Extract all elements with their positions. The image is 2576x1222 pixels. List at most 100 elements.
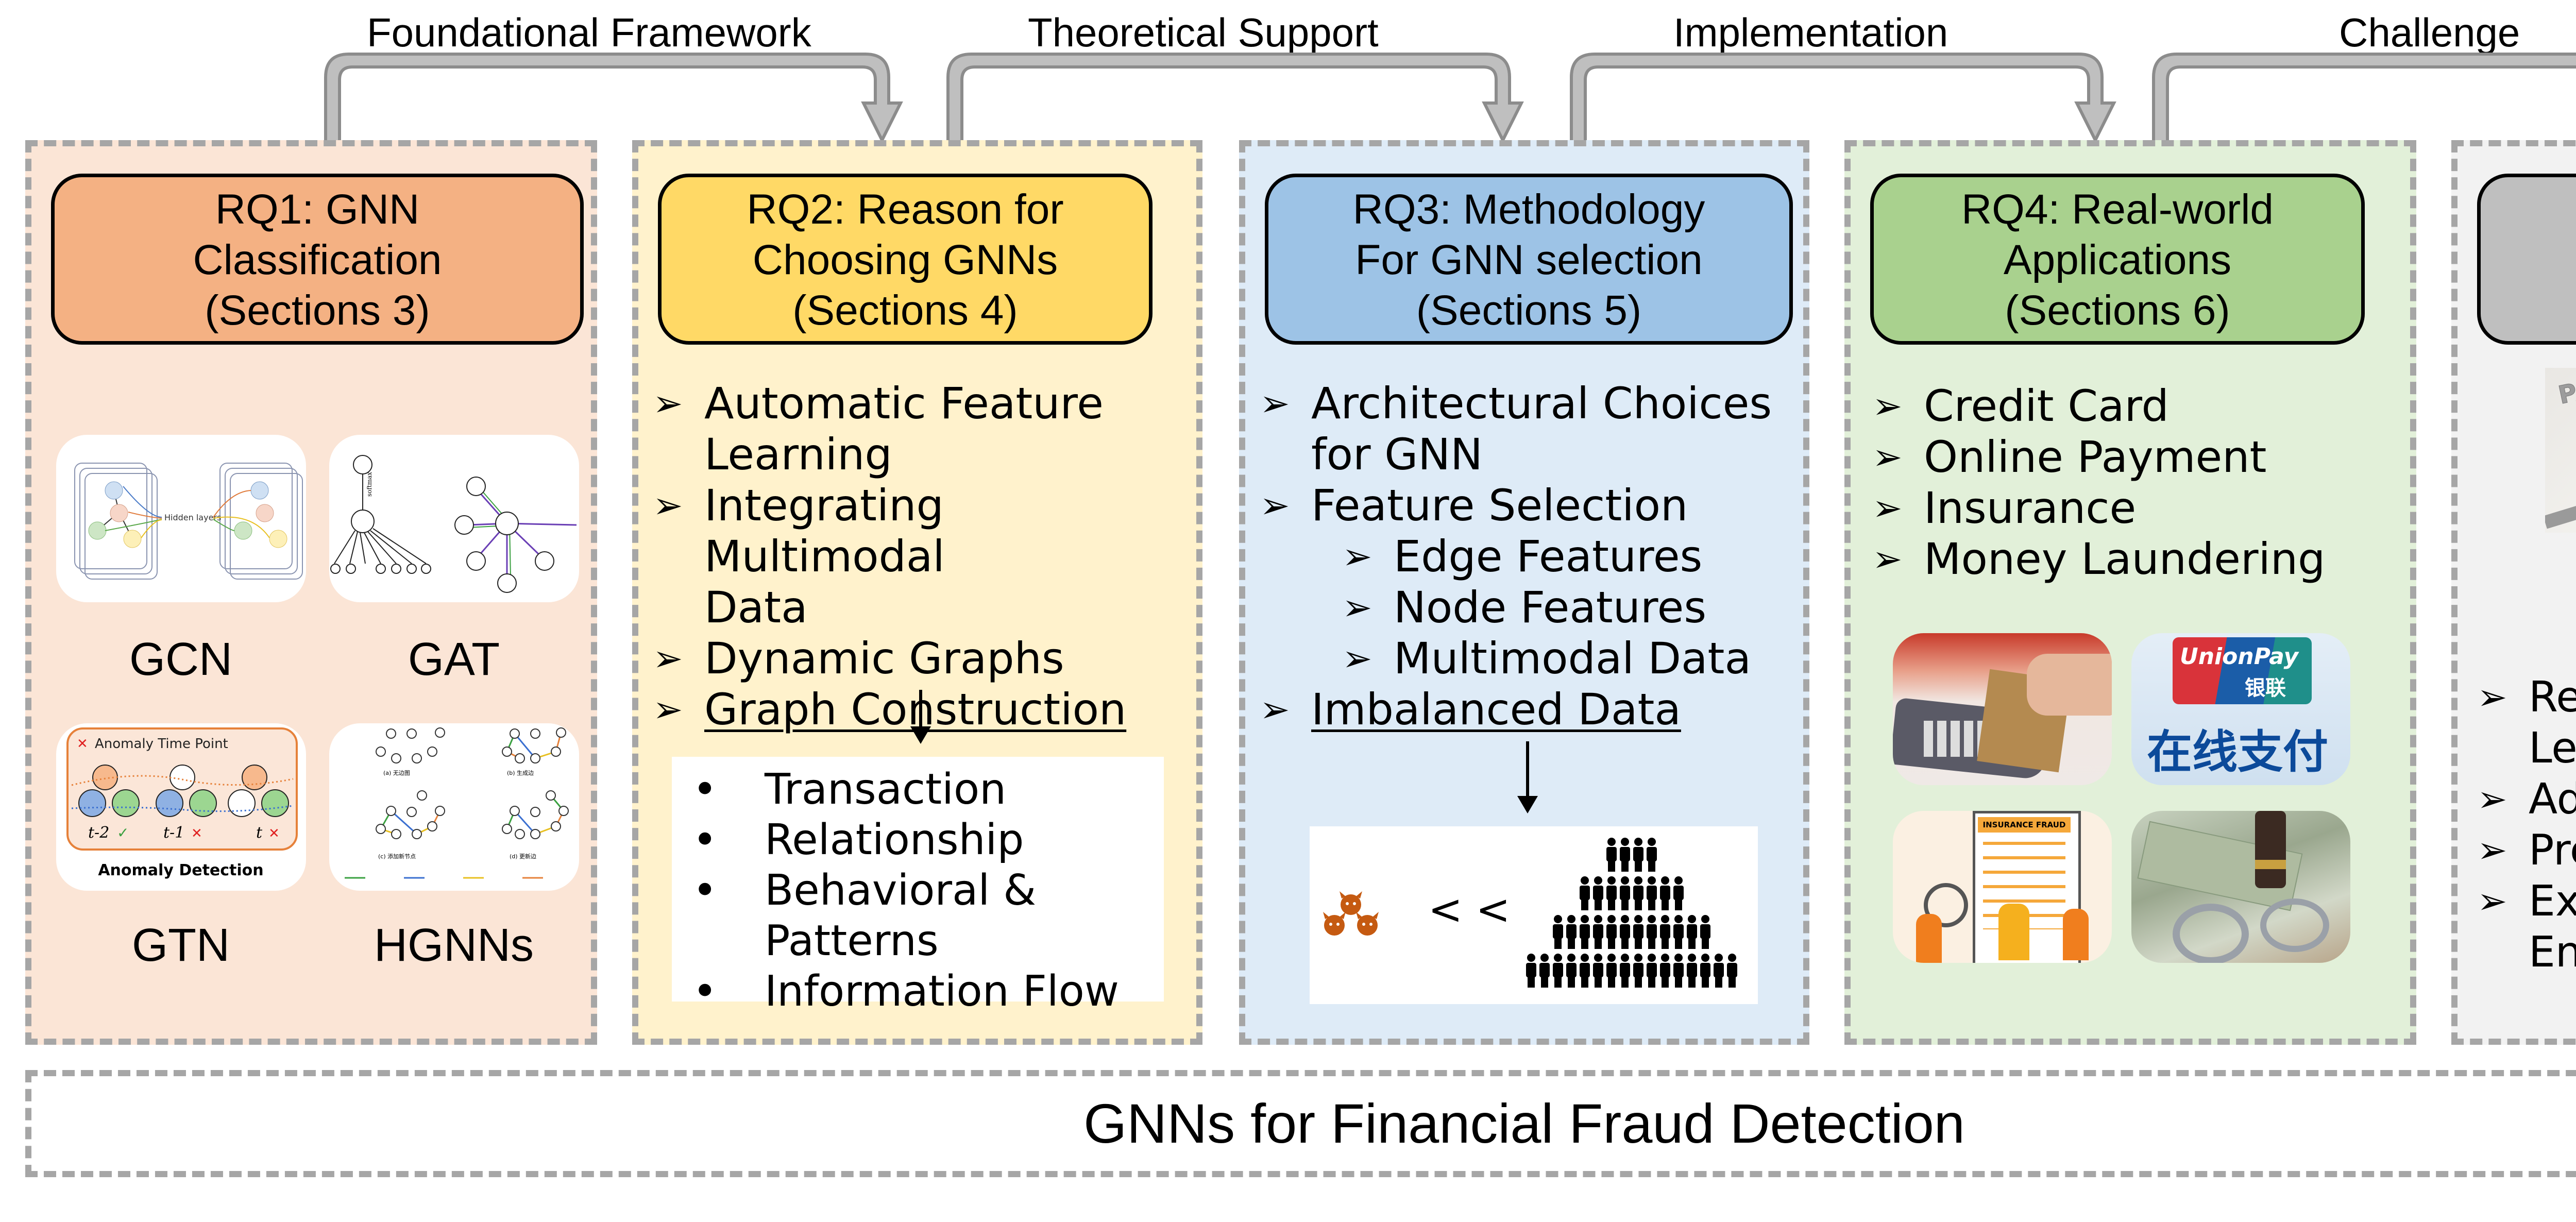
item-text: Integrating Multimodal <box>704 480 945 582</box>
person-icon <box>1620 876 1630 910</box>
item-text: Feature Selection <box>1311 480 1688 531</box>
arrow-rq3-to-rq4 <box>1570 53 2116 144</box>
item-text-cont: for GNN <box>1311 429 1483 480</box>
item-text: Explainability <box>2529 877 2576 926</box>
column-rq3: RQ3: Methodology For GNN selection (Sect… <box>1239 140 1809 1045</box>
list-item: ➢ Reinforcement Learning <box>2477 672 2576 774</box>
person-icon <box>1593 915 1603 949</box>
item-text: Credit Card <box>1924 381 2169 431</box>
column-rq1: RQ1: GNN Classification (Sections 3) Hid… <box>25 140 597 1045</box>
person-icon <box>1620 954 1630 988</box>
main-title-banner: GNNs for Financial Fraud Detection <box>25 1070 2576 1177</box>
person-icon <box>1714 954 1724 988</box>
gtn-anomaly-time-point-text: Anomaly Time Point <box>95 736 228 752</box>
arrowhead-bullet-icon: ➢ <box>2477 676 2507 718</box>
gcn-diagram-image: Hidden layers <box>56 435 306 602</box>
normal-users-crowd-icon <box>1526 838 1737 988</box>
svg-text:✕: ✕ <box>191 826 202 841</box>
flow-arrows <box>324 53 2576 144</box>
compass-future-image: PAST PRESENT FUTURE <box>2545 368 2576 533</box>
arrowhead-bullet-icon: ➢ <box>2477 829 2507 871</box>
person-icon <box>1553 915 1563 949</box>
item-text: Insurance <box>1924 483 2137 533</box>
flow-label-theoretical-support: Theoretical Support <box>1028 10 1379 55</box>
person-icon <box>1687 915 1697 949</box>
money-laundering-photo <box>2131 811 2350 963</box>
person-icon <box>1700 954 1710 988</box>
graph-construction-box: •Transaction •Relationship •Behavioral &… <box>672 757 1164 1016</box>
insurance-fraud-photo: INSURANCE FRAUD <box>1893 811 2112 963</box>
list-item: •Transaction <box>692 765 1007 814</box>
arrowhead-bullet-icon: ➢ <box>1872 487 1903 529</box>
gat-diagram-image: softmax <box>329 435 579 602</box>
person-icon <box>1660 915 1670 949</box>
person-icon <box>1593 954 1603 988</box>
list-sub-item: ➢Node Features <box>1260 582 1772 633</box>
list-item: ➢Graph Construction <box>653 684 1196 735</box>
rq4-header: RQ4: Real-world Applications (Sections 6… <box>1870 174 2365 345</box>
list-item: •Information Flow <box>692 967 1119 1016</box>
unionpay-logo: UnionPay 银联 <box>2173 637 2312 704</box>
person-icon <box>1673 954 1684 988</box>
rq3-header-line: For GNN selection <box>1355 236 1703 283</box>
insurance-fraud-text: INSURANCE FRAUD <box>1978 817 2071 833</box>
list-item: ➢Imbalanced Data <box>1260 684 1772 735</box>
person-icon <box>1633 838 1643 872</box>
item-text: Information Flow <box>765 967 1119 1016</box>
person-icon <box>1687 954 1697 988</box>
rq2-header-line: (Sections 4) <box>792 287 1018 334</box>
arrowhead-bullet-icon: ➢ <box>2477 880 2507 922</box>
item-text: Reinforcement Learning <box>2529 673 2576 773</box>
gcn-hidden-layers-text: Hidden layers <box>164 513 221 522</box>
arrowhead-bullet-icon: ➢ <box>1260 688 1290 731</box>
credit-card-photo <box>1893 633 2112 785</box>
rq4-applications-list: ➢Credit Card ➢Online Payment ➢Insurance … <box>1872 381 2325 585</box>
flow-label-foundational-framework: Foundational Framework <box>367 10 811 55</box>
item-text-cont: Enhancement <box>2529 928 2576 977</box>
hgnn-diagram-image: (a) 无边图 (b) 生成边 (c) 添加新节点 (d) 更新边 <box>329 723 579 891</box>
much-less-than-symbol: < < <box>1428 886 1511 934</box>
item-text: Pre-training in GNNs <box>2529 826 2576 875</box>
item-text: Adversarial Learning <box>2529 775 2576 824</box>
gat-softmax-text: softmax <box>366 472 373 497</box>
rq4-header-line: RQ4: Real-world <box>1961 186 2274 233</box>
item-text: Online Payment <box>1924 432 2267 482</box>
item-text-cont: Learning <box>704 429 892 480</box>
list-item: ➢Credit Card <box>1872 381 2325 432</box>
arrowhead-bullet-icon: ➢ <box>653 637 683 680</box>
person-icon <box>1633 876 1643 910</box>
main-title: GNNs for Financial Fraud Detection <box>1083 1092 1965 1155</box>
item-text: Node Features <box>1394 582 1707 633</box>
svg-text:✕: ✕ <box>77 736 88 752</box>
list-item: ➢Adversarial Learning <box>2477 774 2576 825</box>
arrowhead-bullet-icon: ➢ <box>1260 484 1290 527</box>
item-text: Relationship <box>765 816 1024 864</box>
item-text-cont: Patterns <box>765 916 939 965</box>
column-rq2: RQ2: Reason for Choosing GNNs (Sections … <box>632 140 1202 1045</box>
person-icon <box>1700 915 1710 949</box>
list-item: ➢Online Payment <box>1872 432 2325 483</box>
person-icon <box>1606 838 1617 872</box>
person-icon <box>1620 915 1630 949</box>
person-icon <box>1593 876 1603 910</box>
person-icon <box>1660 954 1670 988</box>
rq4-header-line: (Sections 6) <box>2005 287 2230 334</box>
unionpay-photo: UnionPay 银联 在线支付 <box>2131 633 2350 785</box>
person-icon <box>1580 954 1590 988</box>
rq3-header: RQ3: Methodology For GNN selection (Sect… <box>1265 174 1793 345</box>
gtn-diagram-image: ✕ Anomaly Time Point t-2 ✓ t-1 ✕ t ✕ Ano… <box>56 723 306 891</box>
person-icon <box>1633 954 1643 988</box>
item-text: Automatic Feature <box>704 378 1104 429</box>
unionpay-logo-text: UnionPay <box>2180 643 2299 670</box>
person-icon <box>1647 915 1657 949</box>
item-text-cont: Data <box>704 582 808 633</box>
flow-label-implementation: Implementation <box>1673 10 1948 55</box>
flow-label-challenge: Challenge <box>2339 10 2520 55</box>
person-icon <box>1660 876 1670 910</box>
item-text: Dynamic Graphs <box>704 633 1064 684</box>
list-item: ➢ Feature Selection <box>1260 480 1772 531</box>
svg-text:(d) 更新边: (d) 更新边 <box>510 853 536 860</box>
